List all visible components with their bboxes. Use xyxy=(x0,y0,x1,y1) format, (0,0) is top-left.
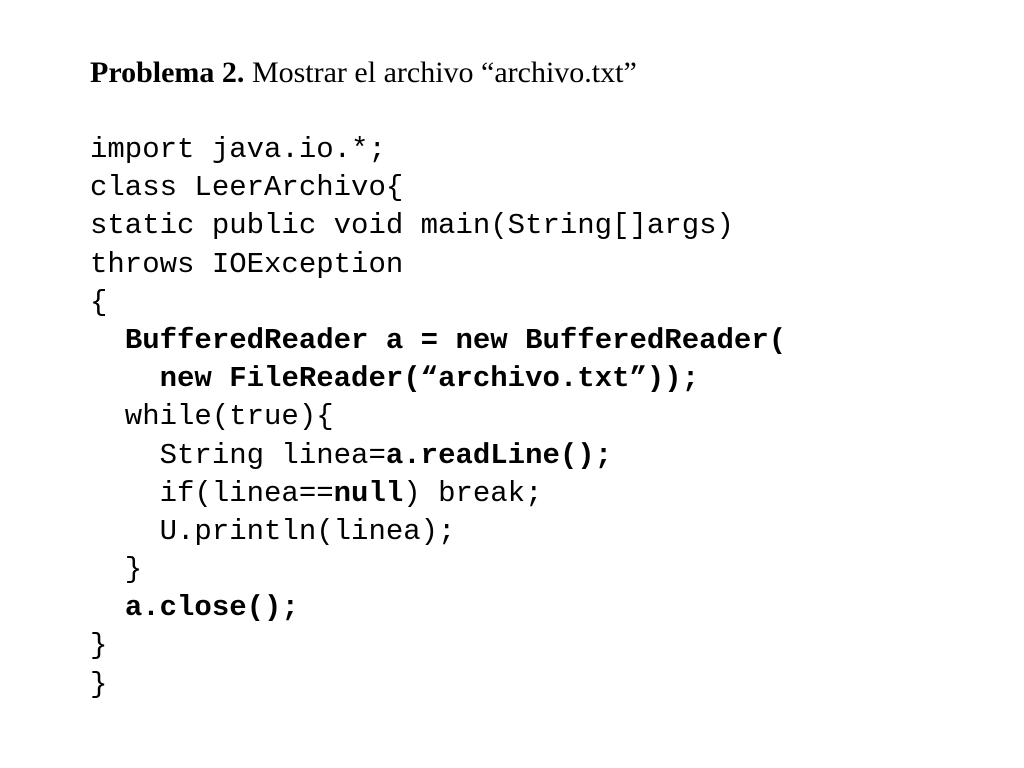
code-line: U.println(linea); xyxy=(90,513,786,551)
code-token: import java.io.*; xyxy=(90,133,386,166)
code-line: while(true){ xyxy=(90,398,786,436)
code-line: a.close(); xyxy=(90,589,786,627)
code-token: } xyxy=(90,553,143,587)
code-token: if(linea== xyxy=(90,476,334,510)
code-token: throws IOException xyxy=(90,247,404,281)
code-token: U.println(linea); xyxy=(90,514,456,548)
code-token xyxy=(90,591,125,624)
code-line: String linea=a.readLine(); xyxy=(90,437,786,475)
code-token xyxy=(90,362,160,395)
code-token: } xyxy=(90,629,108,663)
code-line: } xyxy=(90,551,786,589)
code-token: } xyxy=(90,667,108,701)
code-line: if(linea==null) break; xyxy=(90,475,786,513)
code-listing: import java.io.*; class LeerArchivo{ stati… xyxy=(90,131,786,704)
code-line: BufferedReader a = new BufferedReader( xyxy=(90,322,786,360)
code-token-bold: BufferedReader a = new BufferedReader( xyxy=(124,323,787,357)
code-token: ) break; xyxy=(403,476,543,510)
code-token-bold: a.readLine(); xyxy=(385,438,613,472)
code-line: static public void main(String[]args) xyxy=(90,207,786,245)
code-line: } xyxy=(90,627,786,665)
problem-label: Problema 2. xyxy=(90,56,245,89)
code-line: new FileReader(“archivo.txt”)); xyxy=(90,360,786,398)
slide-title: Problema 2. Mostrar el archivo “archivo.… xyxy=(90,56,637,90)
code-token: class LeerArchivo{ xyxy=(90,171,404,205)
code-line: { xyxy=(90,284,786,322)
code-token-bold: new FileReader(“archivo.txt”)); xyxy=(159,362,700,396)
code-token: String linea= xyxy=(90,438,386,472)
code-line: throws IOException xyxy=(90,246,786,284)
code-token-bold: a.close(); xyxy=(124,591,299,625)
code-token-bold: null xyxy=(333,476,404,510)
code-token xyxy=(90,324,125,357)
code-line: } xyxy=(90,666,786,704)
code-token: while(true){ xyxy=(90,400,334,434)
code-line: import java.io.*; xyxy=(90,131,786,169)
code-line: class LeerArchivo{ xyxy=(90,169,786,207)
problem-description: Mostrar el archivo “archivo.txt” xyxy=(251,56,637,89)
code-token: { xyxy=(90,285,108,319)
code-token: static public void main(String[]args) xyxy=(90,209,734,243)
